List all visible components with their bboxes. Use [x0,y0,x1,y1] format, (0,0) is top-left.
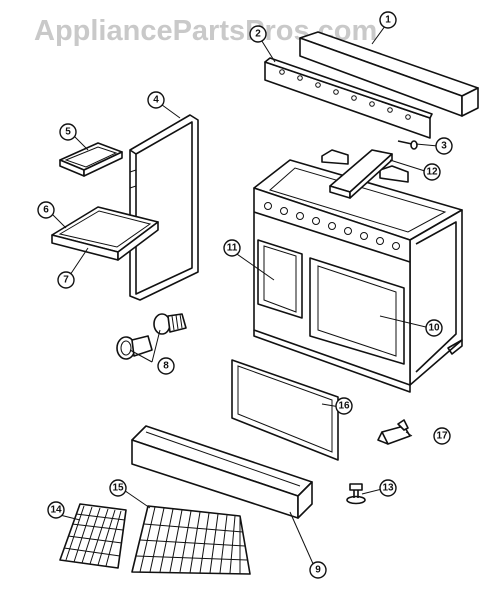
svg-text:3: 3 [441,141,447,152]
part-small-tray [59,142,123,177]
part-top-bracket [329,149,393,199]
callout-3: 3 [435,137,453,155]
svg-text:7: 7 [63,275,69,286]
svg-text:12: 12 [426,167,438,178]
callout-10: 10 [425,319,443,337]
part-kick-panel [131,425,313,519]
callout-14: 14 [47,501,65,519]
svg-text:16: 16 [338,401,350,412]
svg-text:4: 4 [153,95,159,106]
svg-text:14: 14 [50,505,62,516]
part-screw [397,140,418,150]
part-panel-bracket [264,57,433,139]
callout-5: 5 [59,123,77,141]
callout-12: 12 [423,163,441,181]
part-leveling-leg [346,483,366,505]
callout-17: 17 [433,427,451,445]
callout-15: 15 [109,479,127,497]
svg-text:1: 1 [385,15,391,26]
callout-13: 13 [379,479,397,497]
svg-text:17: 17 [436,431,448,442]
svg-text:10: 10 [428,323,440,334]
svg-text:8: 8 [163,361,169,372]
callout-1: 1 [379,11,397,29]
part-top-trim [299,31,479,117]
svg-text:13: 13 [382,483,394,494]
svg-text:2: 2 [255,29,261,40]
part-large-grate [131,505,251,575]
svg-text:15: 15 [112,483,124,494]
callout-16: 16 [335,397,353,415]
svg-text:9: 9 [315,565,321,576]
part-door-gasket [231,359,339,461]
callout-4: 4 [147,91,165,109]
callout-7: 7 [57,271,75,289]
part-bracket-clip [377,419,411,445]
svg-text:11: 11 [227,243,238,254]
part-light-bulbs [116,313,187,360]
callout-6: 6 [37,201,55,219]
svg-text:6: 6 [43,205,49,216]
callout-8: 8 [157,357,175,375]
callout-2: 2 [249,25,267,43]
part-small-grate [59,503,127,569]
svg-text:5: 5 [65,127,71,138]
callout-9: 9 [309,561,327,579]
part-oven-body [253,149,463,393]
part-shelf [51,206,159,261]
part-side-panel [129,114,199,301]
callout-11: 11 [223,239,241,257]
